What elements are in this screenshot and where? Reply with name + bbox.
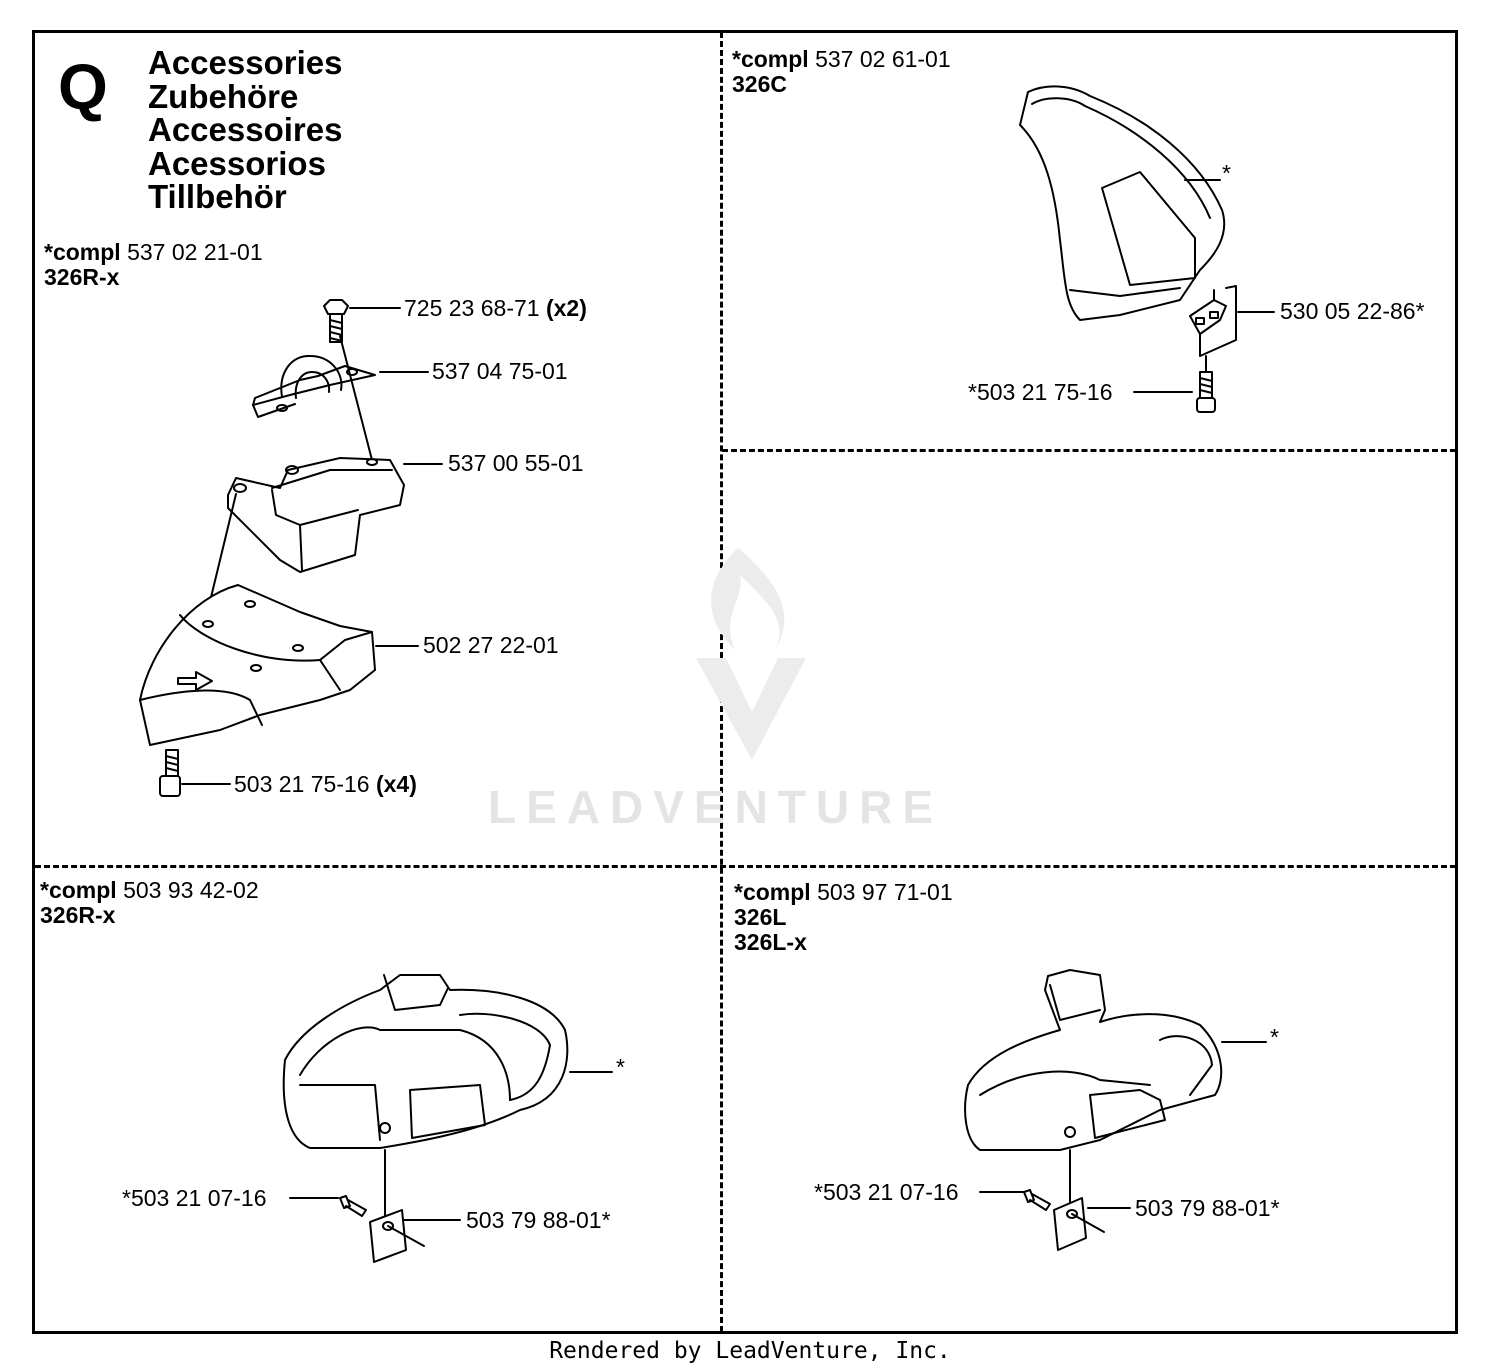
kit-header-2: *compl 537 02 61-01 326C bbox=[732, 46, 951, 97]
leadventure-flame-logo-icon bbox=[696, 548, 806, 760]
callout-k4-screw: *503 21 07-16 bbox=[814, 1179, 959, 1205]
diagram-frame bbox=[32, 30, 1458, 1334]
callout-k2-bracket: 530 05 22-86* bbox=[1280, 298, 1425, 324]
k2-screw-icon bbox=[1196, 371, 1216, 413]
title-pt: Acessorios bbox=[148, 144, 326, 182]
k2-guard-icon bbox=[1019, 85, 1226, 321]
title-fr: Accessoires bbox=[148, 111, 343, 148]
callout-k2-screw: *503 21 75-16 bbox=[968, 379, 1113, 405]
kit-header-3: *compl 503 93 42-02 326R-x bbox=[40, 877, 259, 928]
callout-k1-guard: 502 27 22-01 bbox=[423, 632, 559, 658]
section-letter: Q bbox=[58, 51, 108, 123]
kit-header-1: *compl 537 02 21-01 326R-x bbox=[44, 239, 263, 290]
divider-middle bbox=[35, 865, 1456, 868]
callout-k1-holder: 537 00 55-01 bbox=[448, 450, 584, 476]
k3-screw-icon bbox=[339, 1195, 367, 1217]
k1-clamp-icon bbox=[252, 354, 376, 418]
k4-screw-icon bbox=[1023, 1189, 1051, 1211]
callout-k1-clamp: 537 04 75-01 bbox=[432, 358, 568, 384]
k1-bolt-icon bbox=[323, 299, 349, 343]
k3-guard-icon bbox=[282, 974, 569, 1149]
callout-k4-star: * bbox=[1270, 1024, 1279, 1050]
callout-k1-screw: 503 21 75-16 (x4) bbox=[234, 771, 417, 797]
callout-k1-bolt: 725 23 68-71 (x2) bbox=[404, 295, 587, 321]
callout-k3-screw: *503 21 07-16 bbox=[122, 1185, 267, 1211]
callout-k2-star: * bbox=[1222, 160, 1231, 186]
k1-guard-icon bbox=[139, 584, 376, 746]
footer-credit: Rendered by LeadVenture, Inc. bbox=[549, 1338, 951, 1364]
k1-holder-icon bbox=[227, 457, 405, 573]
watermark-text: LEADVENTURE bbox=[488, 781, 944, 833]
divider-upper-right bbox=[722, 449, 1456, 452]
title-en: Accessories bbox=[148, 44, 343, 81]
assembly-line-k1a bbox=[339, 335, 373, 461]
title-de: Zubehöre bbox=[148, 77, 299, 115]
k3-plate-icon bbox=[369, 1209, 425, 1263]
k2-bracket-icon bbox=[1189, 285, 1237, 357]
callout-k4-plate: 503 79 88-01* bbox=[1135, 1195, 1280, 1221]
title-sv: Tillbehör bbox=[148, 178, 287, 215]
k4-guard-icon bbox=[964, 969, 1223, 1151]
kit-header-4: *compl 503 97 71-01 326L 326L-x bbox=[734, 879, 953, 955]
callout-k3-plate: 503 79 88-01* bbox=[466, 1207, 611, 1233]
k4-plate-icon bbox=[1053, 1197, 1105, 1251]
k1-screw-icon bbox=[159, 749, 181, 797]
callout-k3-star: * bbox=[616, 1054, 625, 1080]
section-titles: Accessories Zubehöre Accessoires Acessor… bbox=[148, 46, 342, 214]
direction-arrow-icon bbox=[177, 671, 213, 691]
